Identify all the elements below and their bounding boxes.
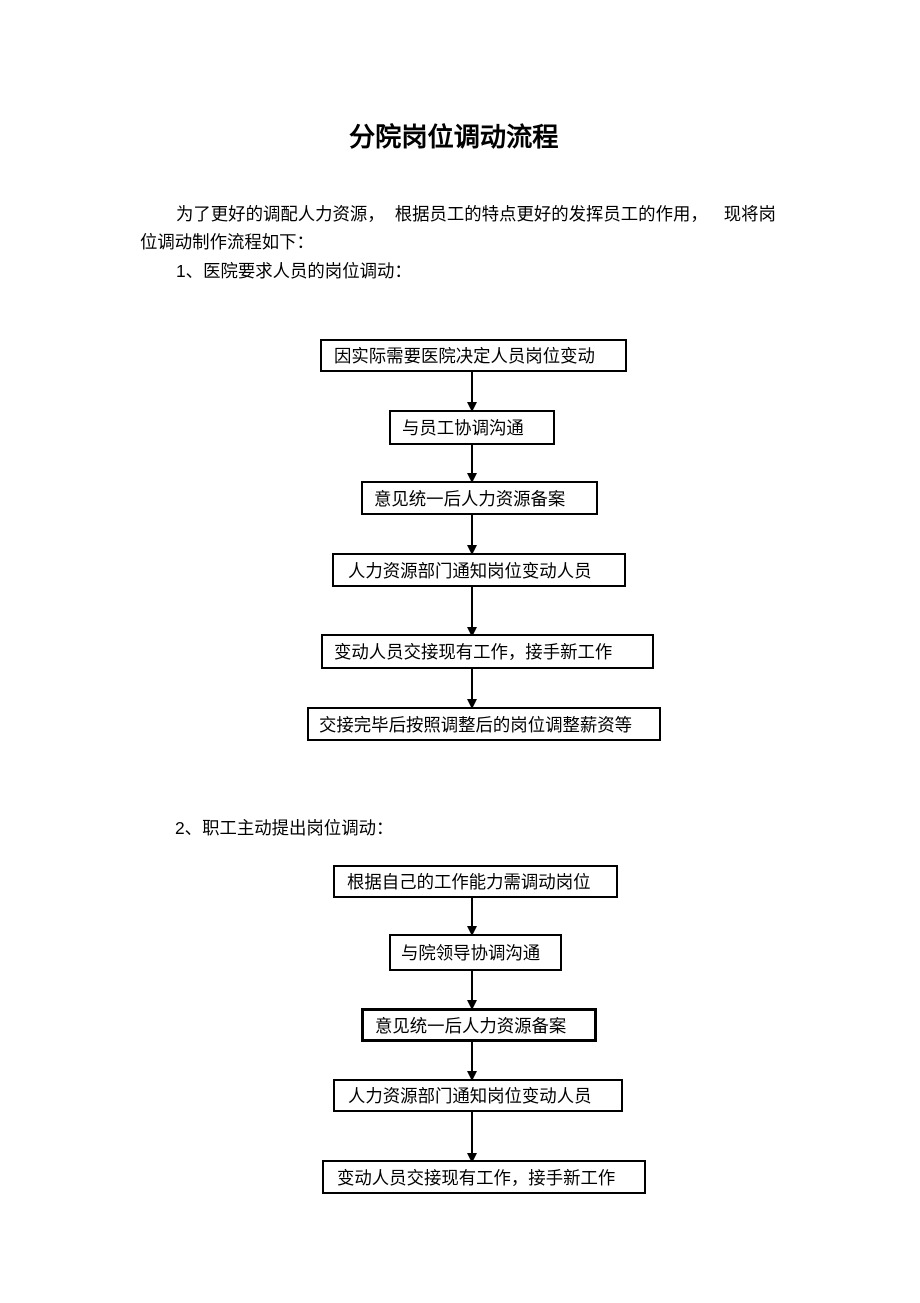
arrow-head xyxy=(467,1071,477,1081)
arrow-shaft xyxy=(471,445,473,474)
arrow-head xyxy=(467,473,477,483)
flow-step-box: 交接完毕后按照调整后的岗位调整薪资等 xyxy=(307,707,661,741)
arrow-head xyxy=(467,627,477,637)
flow-arrow xyxy=(467,898,477,936)
arrow-shaft xyxy=(471,971,473,1001)
arrow-shaft xyxy=(471,515,473,546)
flow-step-box: 变动人员交接现有工作，接手新工作 xyxy=(322,1160,646,1194)
arrow-head xyxy=(467,545,477,555)
flow-step-box: 根据自己的工作能力需调动岗位 xyxy=(333,865,618,898)
flow-arrow xyxy=(467,669,477,709)
flow-arrow xyxy=(467,515,477,555)
intro-segment-2: 根据员工的特点更好的发挥员工的作用， xyxy=(394,204,708,224)
flow-step-box: 意见统一后人力资源备案 xyxy=(361,481,598,515)
flow-step-box: 人力资源部门通知岗位变动人员 xyxy=(333,1079,623,1112)
flow-arrow xyxy=(467,587,477,637)
arrow-head xyxy=(467,926,477,936)
arrow-shaft xyxy=(471,372,473,403)
arrow-shaft xyxy=(471,1112,473,1154)
intro-segment-1: 为了更好的调配人力资源， xyxy=(176,204,385,224)
flow-step-box: 意见统一后人力资源备案 xyxy=(361,1008,597,1042)
flow-step-box: 因实际需要医院决定人员岗位变动 xyxy=(320,339,627,372)
arrow-head xyxy=(467,402,477,412)
arrow-shaft xyxy=(471,587,473,628)
flow-arrow xyxy=(467,445,477,483)
section-2-heading: 2、职工主动提出岗位调动： xyxy=(175,818,394,838)
flow-step-box: 变动人员交接现有工作，接手新工作 xyxy=(321,634,654,669)
document-title: 分院岗位调动流程 xyxy=(349,122,559,152)
arrow-shaft xyxy=(471,669,473,700)
arrow-shaft xyxy=(471,1042,473,1072)
flow-arrow xyxy=(467,1112,477,1163)
flow-step-box: 与员工协调沟通 xyxy=(389,410,555,445)
flow-arrow xyxy=(467,971,477,1010)
arrow-head xyxy=(467,699,477,709)
arrow-shaft xyxy=(471,898,473,927)
flow-step-box: 与院领导协调沟通 xyxy=(389,934,562,971)
flow-arrow xyxy=(467,372,477,412)
intro-paragraph-line1: 为了更好的调配人力资源， 根据员工的特点更好的发挥员工的作用， 现将岗 xyxy=(176,204,776,224)
flow-step-box: 人力资源部门通知岗位变动人员 xyxy=(332,553,626,587)
arrow-head xyxy=(467,1153,477,1163)
section-1-heading: 1、医院要求人员的岗位调动： xyxy=(176,261,412,281)
intro-paragraph-line2: 位调动制作流程如下： xyxy=(140,232,314,252)
arrow-head xyxy=(467,1000,477,1010)
intro-segment-3: 现将岗 xyxy=(723,204,776,224)
flow-arrow xyxy=(467,1042,477,1081)
